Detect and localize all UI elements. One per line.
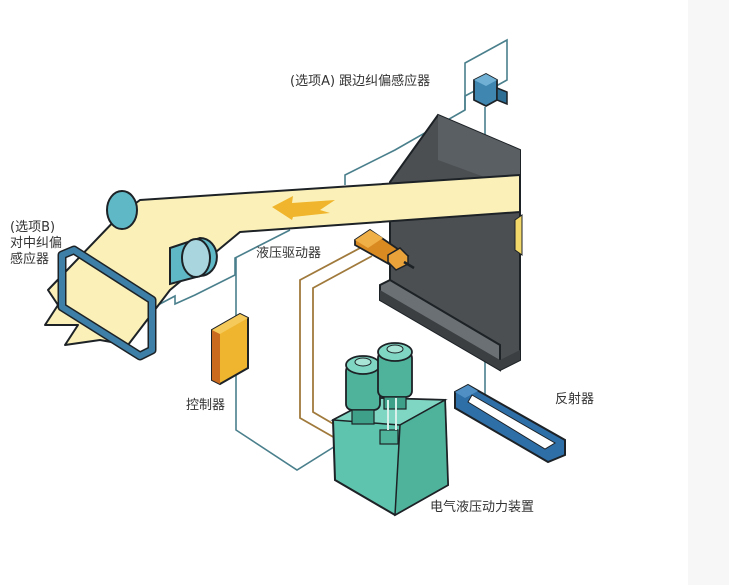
hydraulic-actuator-label: 液压驱动器: [256, 246, 322, 261]
power-unit: [330, 342, 450, 517]
motor-right: [377, 342, 413, 410]
sensor-b-frame: [57, 245, 157, 361]
motor-left: [345, 355, 381, 425]
hydraulic-actuator: [354, 228, 415, 271]
flow-direction-arrow: [272, 196, 335, 220]
sensor-b-label-line2: 对中纠偏: [10, 236, 63, 251]
sensor-a-label: (选项A) 跟边纠偏感应器: [290, 74, 431, 89]
power-unit-label: 电气液压动力装置: [430, 500, 535, 515]
reflector-device: [454, 383, 566, 464]
sensor-b-label-line1: (选项B): [10, 220, 56, 235]
sensor-a-device: [473, 72, 508, 108]
controller-box: [211, 312, 249, 386]
page-edge-strip: [688, 0, 729, 585]
material-web: [44, 174, 521, 346]
machine-frame: [379, 113, 523, 372]
reflector-label: 反射器: [555, 392, 595, 407]
sensor-b-label-line3: 感应器: [10, 252, 50, 267]
guide-rollers: [106, 190, 218, 286]
controller-label: 控制器: [186, 398, 226, 413]
